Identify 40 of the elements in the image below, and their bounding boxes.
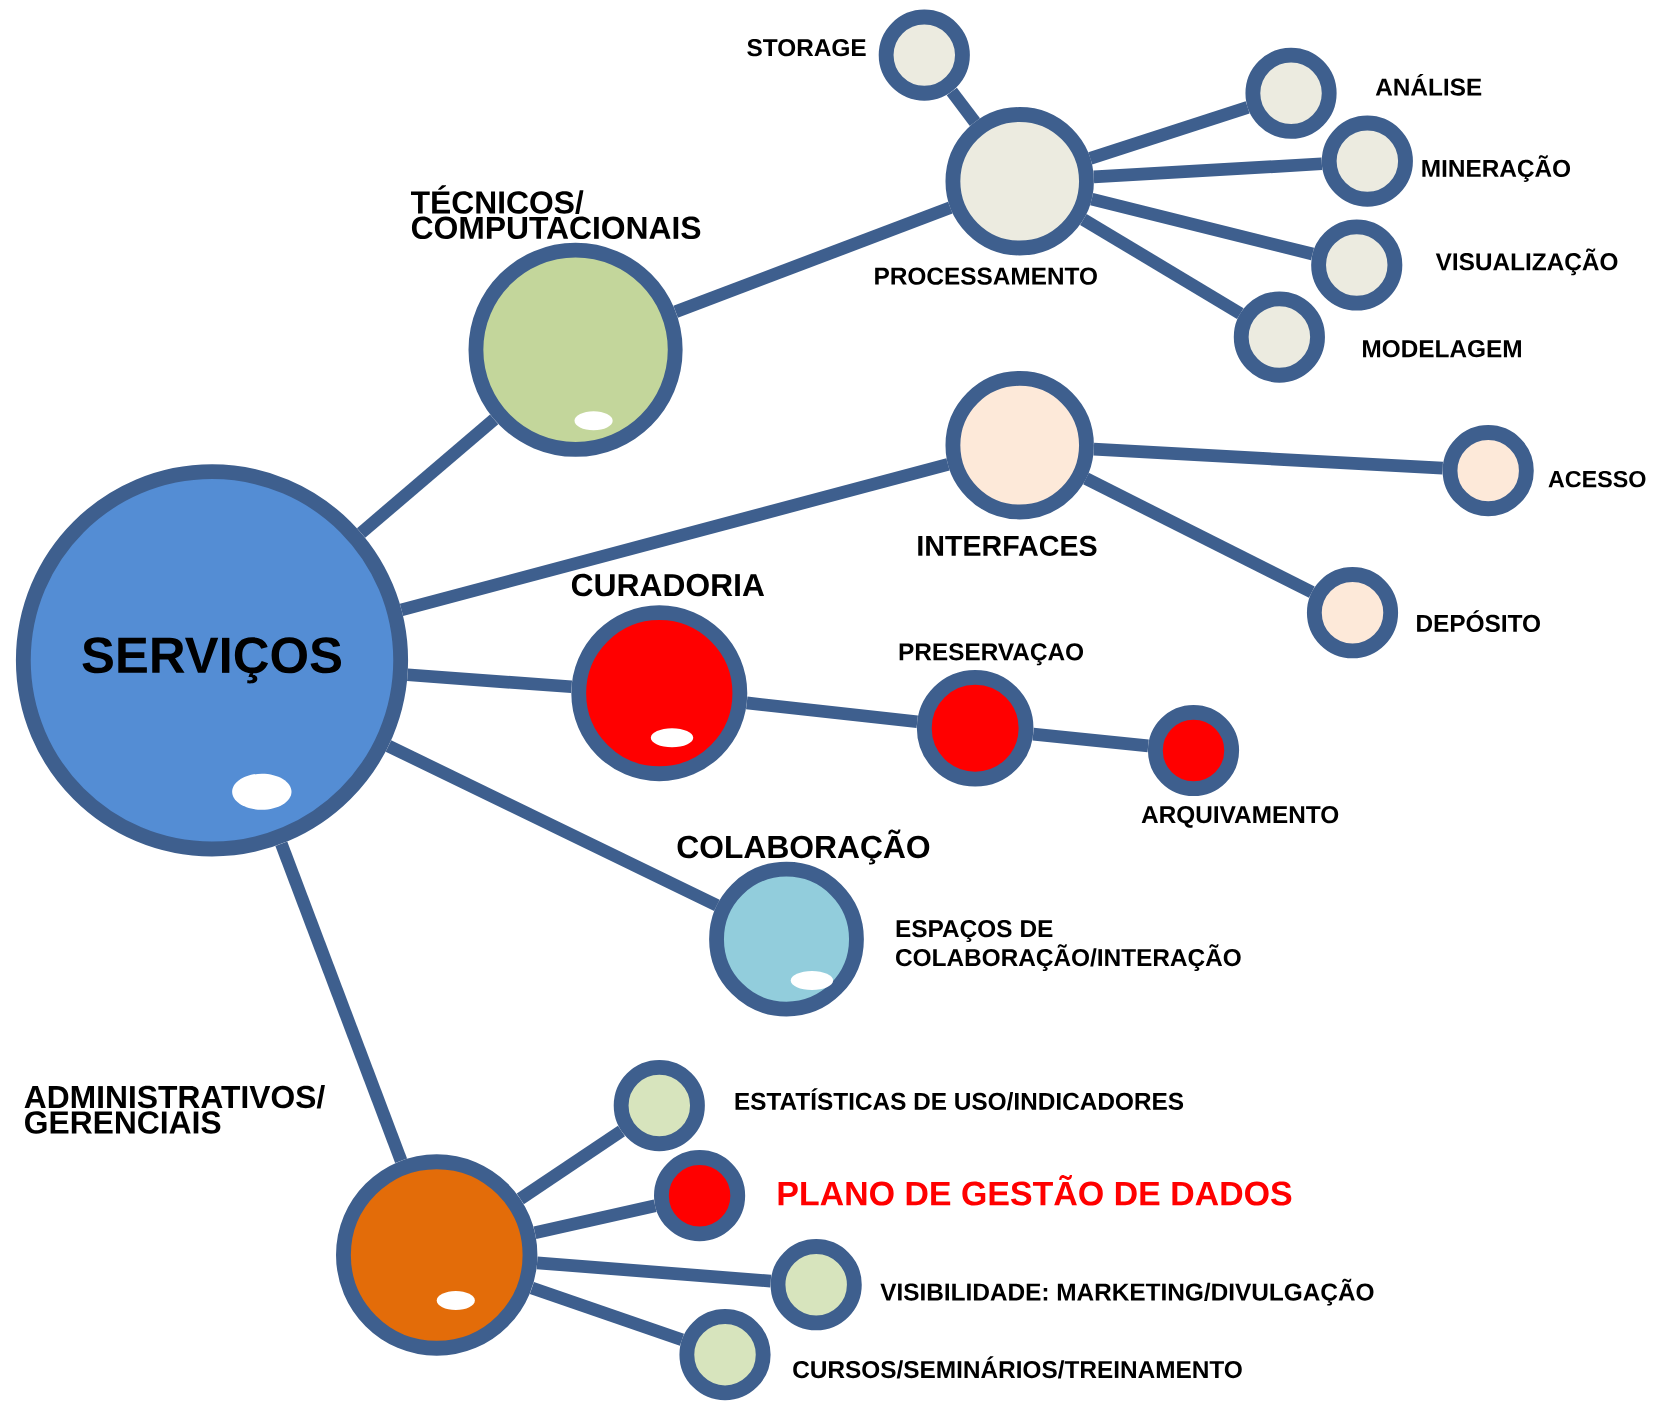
connector-line [516,1125,625,1204]
connector-line [275,841,408,1163]
connector-line [533,1199,657,1239]
connector-line [746,696,918,728]
connector-line [536,1256,772,1288]
node-label: PLANO DE GESTÃO DE DADOS [778,1174,1292,1206]
node-label: TÉCNICOS/ COMPUTACIONAIS [411,185,701,239]
node-label: ACESSO [1548,470,1646,488]
node-label: DEPÓSITO [1417,610,1540,632]
node-label: ANÁLISE [1375,73,1482,96]
connector-line [946,87,980,126]
node-label: COLABORAÇÃO [677,829,930,865]
node-label: STORAGE [747,38,866,57]
node-label: CURSOS/SEMINÁRIOS/TREINAMENTO [793,1356,1242,1379]
connector-line [1093,157,1323,184]
node-label: ADMINISTRATIVOS/ GERENCIAIS [24,1084,325,1134]
node-label: ESTATÍSTICAS DE USO/INDICADORES [735,1087,1184,1111]
connector-line [399,457,950,616]
circle-node: SERVIÇOS [15,464,409,857]
node-label: INTERFACES [918,535,1097,556]
connector-line [356,414,499,538]
node-label: VISUALIZAÇÃO [1435,248,1618,275]
connector-line [1093,442,1444,475]
node-label: MINERAÇÃO [1422,155,1571,182]
node-label: MODELAGEM [1363,339,1521,358]
beside-text: ESPAÇOS DE COLABORAÇÃO/INTERAÇÃO [896,919,1241,971]
node-label: ARQUIVAMENTO [1141,805,1339,828]
node-label: VISIBILIDADE: MARKETING/DIVULGAÇÃO [880,1278,1374,1306]
node-label: PROCESSAMENTO [875,267,1097,285]
node-label: CURADORIA [571,573,765,597]
connector-line [529,1281,684,1346]
connector-line [385,740,720,911]
connector-line [1080,213,1244,319]
node-label: PRESERVAÇAO [899,642,1084,666]
connector-line [407,668,573,693]
connector-line [1088,101,1250,165]
connector-line [1090,192,1315,260]
connector-line [1032,727,1149,752]
connector-line [1083,472,1315,598]
connector-line [673,201,953,318]
